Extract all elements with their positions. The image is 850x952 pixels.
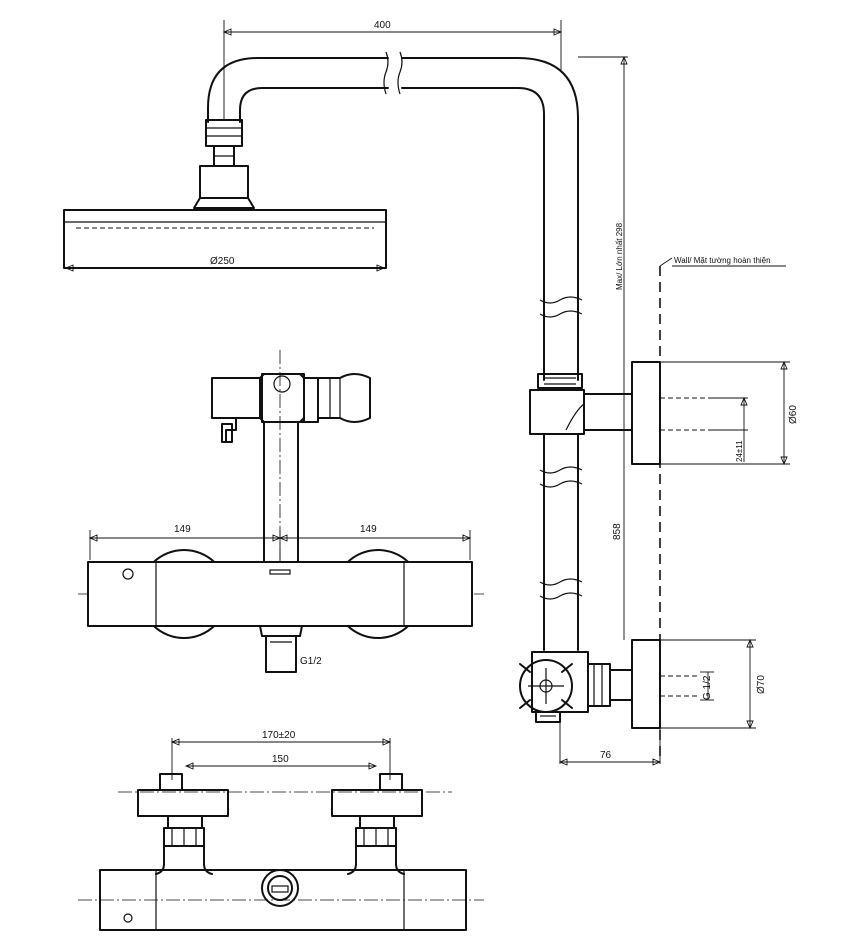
center-nominal-label: 150 xyxy=(272,754,289,765)
thread-right-label: G 1/2 xyxy=(702,675,713,700)
right-offset-label: 149 xyxy=(360,524,377,535)
head-diameter-label: Ø250 xyxy=(210,256,235,267)
shower-head: Ø250 xyxy=(63,209,387,272)
shower-head-connector xyxy=(193,119,255,209)
arm-length-label: 400 xyxy=(374,20,391,31)
lower-flange-label: Ø70 xyxy=(756,675,767,694)
projection-label: 76 xyxy=(600,750,612,761)
shower-arm xyxy=(207,51,583,381)
left-offset-label: 149 xyxy=(174,524,191,535)
center-distance-label: 170±20 xyxy=(262,730,296,741)
insert-depth-label: 24±11 xyxy=(735,440,744,462)
mixer-side-view: Ø70 G 1/2 76 xyxy=(519,638,767,766)
mixer-plan-view: 170±20 150 xyxy=(78,730,484,931)
wall-label: Wall/ Mặt tường hoàn thiện xyxy=(674,256,771,265)
riser-length-label: 858 xyxy=(612,523,623,540)
finished-wall: Wall/ Mặt tường hoàn thiện xyxy=(659,256,786,760)
riser-pipe xyxy=(529,373,633,651)
arm-length-dimension: 400 xyxy=(222,20,563,120)
flange-diameter-label: Ø60 xyxy=(788,405,799,424)
upper-wall-bracket: Ø60 24±11 xyxy=(631,360,799,466)
max-height-label: Max/ Lớn nhất 298 xyxy=(615,222,624,290)
mixer-front-view: 149 149 G1/2 xyxy=(78,524,484,673)
outlet-thread-label: G1/2 xyxy=(300,656,322,667)
riser-length-dimension: 858 xyxy=(612,523,623,540)
max-height-dimension: Max/ Lớn nhất 298 xyxy=(578,55,628,640)
